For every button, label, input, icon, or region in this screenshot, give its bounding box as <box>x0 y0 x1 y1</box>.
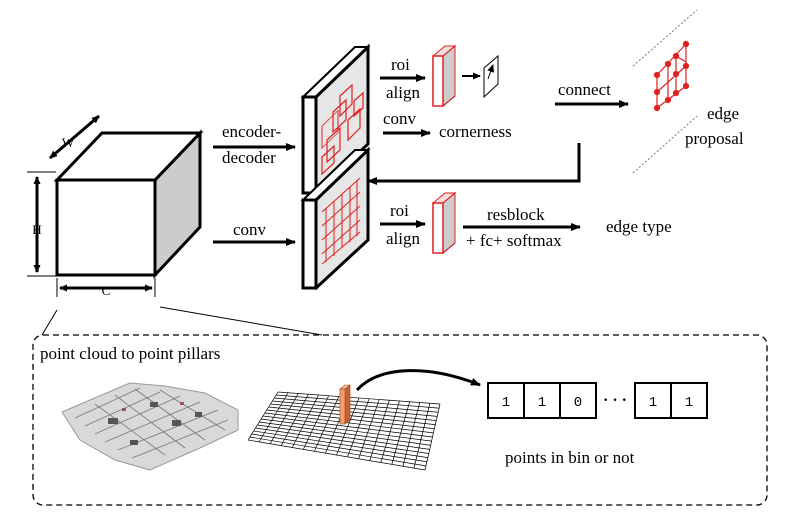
fc-softmax-label: + fc+ softmax <box>466 231 562 250</box>
pillars-dashed-box <box>32 334 768 506</box>
roi-label-bottom: roi <box>390 201 409 220</box>
corner-output-panel <box>483 54 499 99</box>
point-cloud-image <box>61 382 239 471</box>
edge-proposal-plane <box>632 9 698 174</box>
align-label-bottom: align <box>386 229 420 248</box>
bins-caption: points in bin or not <box>505 448 635 467</box>
roi-crop-bottom <box>431 191 457 255</box>
bin-box <box>559 382 597 419</box>
bin-value: 1 <box>685 395 693 411</box>
bin-value: 0 <box>574 395 582 411</box>
feedback-arrow <box>367 143 581 185</box>
bin-box <box>670 382 708 419</box>
w-dimension-arrow <box>49 114 100 160</box>
edge-label: edge <box>707 104 739 123</box>
w-label: W <box>62 135 75 150</box>
bins-ellipsis: · · · <box>603 392 627 409</box>
bin-box <box>634 382 672 419</box>
pillar-to-bins-arrow <box>355 369 481 392</box>
resblock-label: resblock <box>487 205 545 224</box>
connect-label: connect <box>558 80 611 99</box>
bin-value: 1 <box>538 395 546 411</box>
bin-value: 1 <box>649 395 657 411</box>
highlighted-pillar <box>339 384 351 425</box>
edge-type-label: edge type <box>606 217 672 236</box>
cornerness-label: cornerness <box>439 122 512 141</box>
proposal-label: proposal <box>685 129 744 148</box>
encoder-label-line1: encoder- <box>222 122 281 141</box>
roi-label-top: roi <box>391 55 410 74</box>
c-label: C <box>102 283 111 298</box>
pillars-box-title: point cloud to point pillars <box>40 344 220 363</box>
conv-label-mid: conv <box>383 109 417 128</box>
pillar-grid <box>247 391 441 471</box>
edge-proposal-graph <box>653 40 690 112</box>
bin-value: 1 <box>502 395 510 411</box>
conv-label-bottom: conv <box>233 220 267 239</box>
top-map-red-boxes <box>321 83 364 176</box>
feature-cube <box>53 129 204 279</box>
zoom-line-right <box>159 306 323 336</box>
bottom-map-red-grid <box>321 177 361 265</box>
bin-box <box>487 382 525 419</box>
bin-vector: 1 1 0 1 1 <box>487 382 708 419</box>
align-label-top: align <box>386 83 420 102</box>
encoder-label-line2: decoder <box>222 148 276 167</box>
h-label: H <box>32 222 41 237</box>
roi-crop-top <box>431 44 457 108</box>
bin-box <box>523 382 561 419</box>
zoom-line-left <box>41 309 58 336</box>
